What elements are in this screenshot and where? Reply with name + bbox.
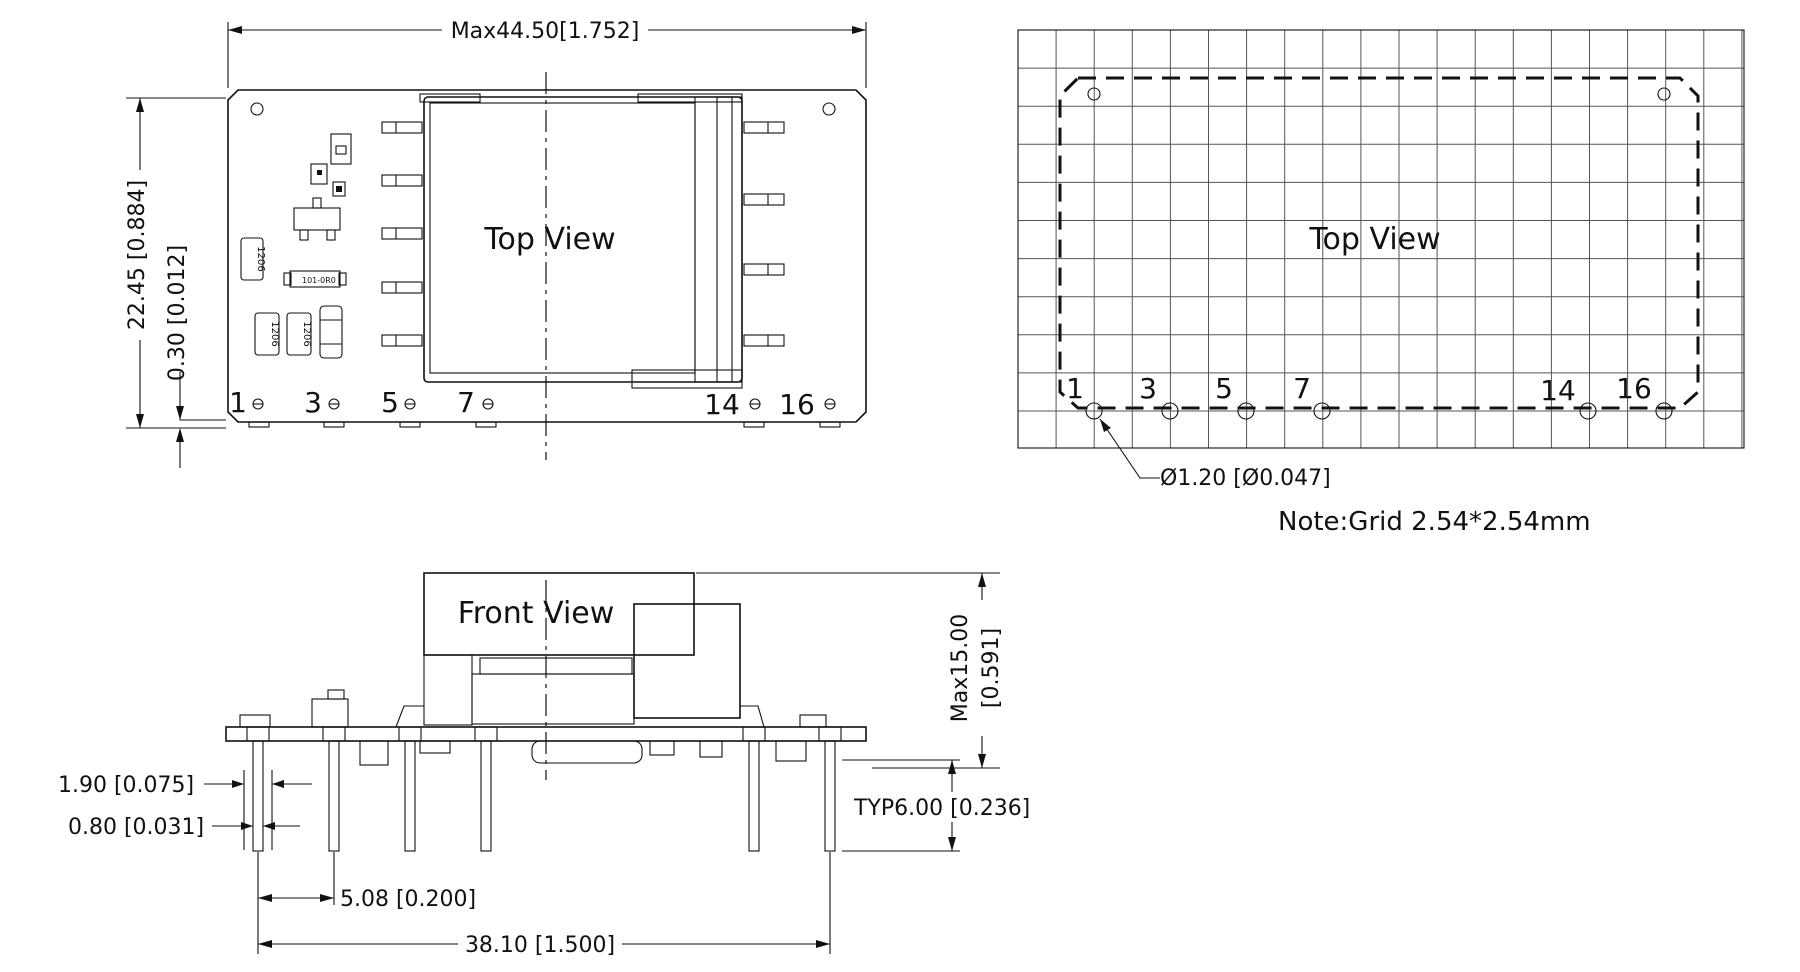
pin-label-5: 5 bbox=[381, 386, 399, 419]
footprint-outline bbox=[1058, 76, 1700, 410]
footprint-holes bbox=[1085, 87, 1673, 420]
footprint-pin-3: 3 bbox=[1139, 372, 1157, 405]
front-transformer bbox=[395, 572, 765, 728]
pin-label-3: 3 bbox=[304, 386, 322, 419]
standoff-dimension bbox=[176, 372, 226, 468]
width-dimension bbox=[227, 22, 867, 88]
hole-leader-arrow bbox=[1100, 419, 1111, 432]
pin-width-dimensions bbox=[204, 770, 312, 850]
front-view-title: Front View bbox=[458, 596, 615, 631]
transformer-leads-left bbox=[381, 121, 423, 347]
top-view-board-outline bbox=[227, 89, 867, 423]
footprint-pin-14: 14 bbox=[1540, 374, 1576, 407]
front-small-components bbox=[239, 689, 827, 766]
pin-label-14: 14 bbox=[704, 388, 740, 421]
chip-label: 1206 bbox=[301, 321, 312, 346]
top-view-title: Top View bbox=[483, 222, 615, 257]
pin-length-dim-label: TYP6.00 [0.236] bbox=[853, 796, 1030, 821]
svg-text:101-0R0: 101-0R0 bbox=[302, 276, 336, 285]
width-dim-label: Max44.50[1.752] bbox=[451, 19, 640, 44]
footprint-pin-7: 7 bbox=[1293, 372, 1311, 405]
pitch-dimension bbox=[257, 852, 335, 954]
span-dim-label: 38.10 [1.500] bbox=[465, 933, 615, 958]
footprint-view: Top View 1 3 5 7 14 16 Ø1.20 [Ø0.047] No… bbox=[1017, 29, 1745, 537]
chip-label: 1206 bbox=[255, 246, 266, 271]
pin-width-inner-label: 0.80 [0.031] bbox=[68, 815, 204, 840]
mounting-hole-icon bbox=[250, 102, 264, 116]
span-dimension bbox=[258, 852, 831, 954]
pitch-dim-label: 5.08 [0.200] bbox=[340, 887, 476, 912]
mounting-hole-icon bbox=[822, 102, 836, 116]
pin-label-16: 16 bbox=[779, 388, 815, 421]
height-dimension bbox=[126, 97, 226, 429]
pin-width-outer-label: 1.90 [0.075] bbox=[58, 773, 194, 798]
transformer-leads-right bbox=[743, 121, 785, 347]
small-components: 101-0R0 bbox=[240, 133, 352, 359]
front-view: Front View Max15.00 [0.591] TYP6.00 [0.2… bbox=[58, 572, 1030, 958]
front-height-dim-line2: [0.591] bbox=[979, 628, 1004, 708]
front-height-dim-line1: Max15.00 bbox=[948, 614, 973, 722]
footprint-pin-1: 1 bbox=[1066, 372, 1084, 405]
front-height-dimension bbox=[696, 572, 1000, 769]
transformer bbox=[419, 93, 743, 389]
footprint-pin-5: 5 bbox=[1215, 372, 1233, 405]
grid-border bbox=[1017, 29, 1745, 449]
pin-label-7: 7 bbox=[457, 386, 475, 419]
hole-leader bbox=[1099, 418, 1160, 479]
height-dim-label: 22.45 [0.884] bbox=[125, 180, 150, 330]
standoff-dim-label: 0.30 [0.012] bbox=[165, 245, 190, 381]
top-view: 101-0R0 1206 1206 1206 Top View 1 3 5 7 … bbox=[125, 19, 867, 468]
footprint-pin-16: 16 bbox=[1616, 372, 1652, 405]
pin-marks bbox=[248, 398, 841, 428]
footprint-title: Top View bbox=[1308, 222, 1440, 257]
pin-length-dimension bbox=[842, 759, 960, 852]
front-pins bbox=[246, 726, 842, 852]
pin-label-1: 1 bbox=[229, 386, 247, 419]
grid-note: Note:Grid 2.54*2.54mm bbox=[1278, 507, 1591, 537]
hole-dim-label: Ø1.20 [Ø0.047] bbox=[1160, 466, 1331, 491]
chip-label: 1206 bbox=[269, 321, 280, 346]
